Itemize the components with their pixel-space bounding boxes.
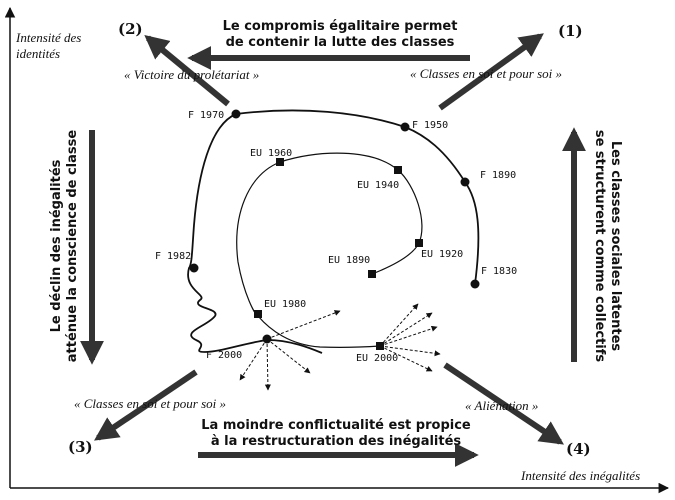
top-caption-line2: de contenir la lutte des classes [225,35,455,50]
right-caption-line2: se structurent comme collectifs [592,129,607,363]
quadrant-1-label: « Classes en soi et pour soi » [410,66,563,81]
label-eu1940: EU 1940 [357,180,400,191]
left-caption-line2: atténue la conscience de classe [65,129,80,363]
bottom-caption-line2: à la restructuration des inégalités [210,434,462,449]
marker-f1982 [189,263,199,273]
quadrant-4-label: « Aliénation » [465,398,539,413]
eu2000-dispersion-arrows [379,303,441,372]
right-caption-line1: Les classes sociales latentes [608,140,623,352]
marker-eu1940 [394,166,402,174]
quadrant-3-number: (3) [68,438,93,456]
marker-f1830 [470,279,480,289]
marker-eu1980 [254,310,262,318]
arrow-to-q3 [94,369,198,441]
right-caption: Les classes sociales latentes se structu… [591,126,623,366]
marker-eu1920 [415,239,423,247]
marker-f1970 [231,109,241,119]
y-axis-label-line2: identités [16,46,61,61]
quadrant-2-number: (2) [118,20,143,38]
quadrant-3-label: « Classes en soi et pour soi » [74,396,227,411]
arrow-to-q1 [438,33,544,111]
marker-f1890 [460,177,470,187]
x-axis-label: Intensité des inégalités [521,468,641,483]
quadrant-4-number: (4) [566,440,591,458]
us-trajectory [236,152,423,349]
us-markers [254,158,423,350]
marker-f1950 [400,122,410,132]
marker-eu1890 [368,270,376,278]
label-eu2000: EU 2000 [356,353,399,364]
label-f1970: F 1970 [188,110,225,121]
marker-f2000 [262,334,272,344]
label-f1830: F 1830 [481,266,518,277]
f2000-dispersion-arrows [239,310,341,391]
bottom-caption-line1: La moindre conflictualité est propice [201,418,471,433]
arrow-to-q4 [443,362,564,445]
bottom-caption: La moindre conflictualité est propice à … [186,418,486,450]
label-eu1960: EU 1960 [250,148,293,159]
label-f1890: F 1890 [480,170,517,181]
left-caption: Le déclin des inégalités atténue la cons… [49,126,81,366]
label-eu1920: EU 1920 [421,249,464,260]
y-axis-label-line1: Intensité des [16,30,82,45]
label-eu1890: EU 1890 [328,255,371,266]
marker-eu2000 [376,342,384,350]
label-f2000: F 2000 [206,350,243,361]
label-f1950: F 1950 [412,120,449,131]
marker-eu1960 [276,158,284,166]
arrow-to-q2 [144,34,230,107]
label-eu1980: EU 1980 [264,299,307,310]
label-f1982: F 1982 [155,251,192,262]
quadrant-2-label: « Victoire du prolétariat » [124,67,260,82]
france-markers [189,109,480,344]
quadrant-1-number: (1) [558,22,583,40]
top-caption-line1: Le compromis égalitaire permet [222,19,458,34]
left-caption-line1: Le déclin des inégalités [49,159,64,333]
france-trajectory [187,109,480,354]
top-caption: Le compromis égalitaire permet de conten… [200,19,480,51]
